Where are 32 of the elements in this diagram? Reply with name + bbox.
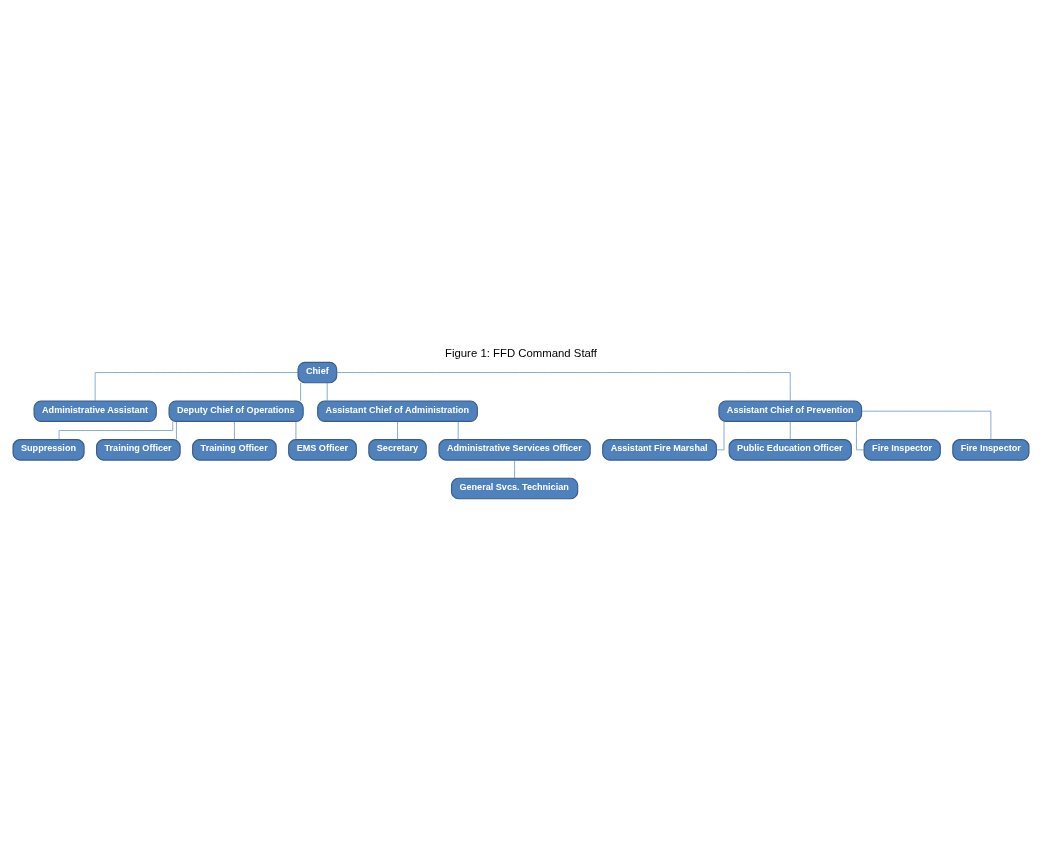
node-box: Training Officer (96, 438, 181, 461)
node-box: Assistant Fire Marshal (602, 438, 717, 461)
diagram-title: Figure 1: FFD Command Staff (445, 346, 597, 359)
node-box: Fire Inspector (863, 438, 941, 461)
node-box: Deputy Chief of Operations (168, 399, 304, 422)
node-box: Fire Inspector (952, 438, 1030, 461)
connector (295, 420, 297, 440)
connector (326, 382, 328, 401)
node-box: Suppression (12, 438, 85, 461)
connector (861, 410, 992, 440)
node-box: Public Education Officer (728, 438, 852, 461)
connector (336, 371, 791, 401)
node-box: Secretary (368, 438, 427, 461)
connector (397, 420, 398, 440)
connector (58, 420, 174, 440)
connector (457, 420, 459, 440)
node-box: EMS Officer (288, 438, 357, 461)
connector (94, 371, 299, 401)
connector (300, 382, 301, 401)
node-box: Assistant Chief of Prevention (718, 399, 863, 422)
node-box: Administrative Assistant (33, 399, 157, 422)
connector (789, 420, 791, 440)
connector (856, 420, 865, 450)
connector (176, 420, 177, 440)
node-box: Assistant Chief of Administration (317, 399, 478, 422)
node-box: Administrative Services Officer (438, 438, 591, 461)
connector (716, 420, 725, 450)
node-box: General Svcs. Technician (450, 477, 579, 499)
node-box: Training Officer (192, 438, 277, 461)
connector (514, 459, 515, 478)
connector (234, 420, 235, 440)
node-box: Chief (297, 361, 338, 383)
